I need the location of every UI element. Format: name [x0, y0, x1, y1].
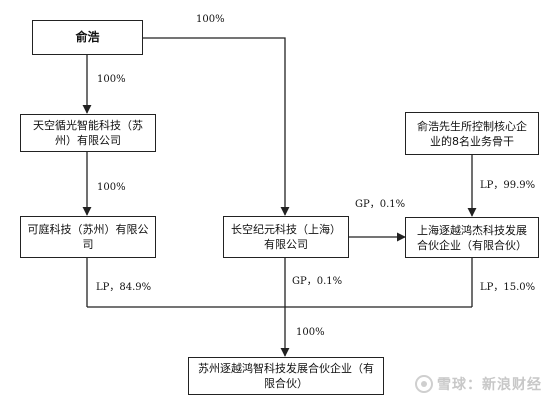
label-yu-changkong: 100%: [196, 14, 225, 25]
entity-yu-hao: 俞浩: [32, 20, 143, 55]
edge-yu-changkong: [143, 37, 290, 216]
entity-suzhou-zhuyue: 苏州逐越鸿智科技发展合伙企业（有限合伙）: [188, 357, 384, 395]
entity-changkong: 长空纪元科技（上海）有限公司: [223, 216, 349, 258]
entity-keting: 可庭科技（苏州）有限公司: [20, 216, 156, 258]
watermark: 雪球：新浪财经: [415, 374, 542, 394]
label-shanghai-suzhou: LP，15.0%: [480, 282, 536, 293]
label-changkong-shanghai: GP，0.1%: [355, 199, 406, 210]
watermark-text: 雪球：新浪财经: [437, 377, 542, 393]
label-keting-suzhou: LP，84.9%: [96, 282, 152, 293]
snowball-logo-icon: [415, 375, 433, 393]
label-merged-suzhou: 100%: [296, 327, 325, 338]
label-tiankong-keting: 100%: [97, 182, 126, 193]
label-staff-shanghai: LP，99.9%: [480, 180, 536, 191]
label-yu-tiankong: 100%: [97, 74, 126, 85]
label-changkong-suzhou: GP，0.1%: [292, 276, 343, 287]
entity-shanghai-zhuyue: 上海逐越鸿杰科技发展合伙企业（有限合伙）: [405, 217, 539, 258]
entity-tiankong: 天空循光智能科技（苏州）有限公司: [20, 114, 156, 152]
entity-core-staff: 俞浩先生所控制核心企业的8名业务骨干: [405, 112, 539, 155]
